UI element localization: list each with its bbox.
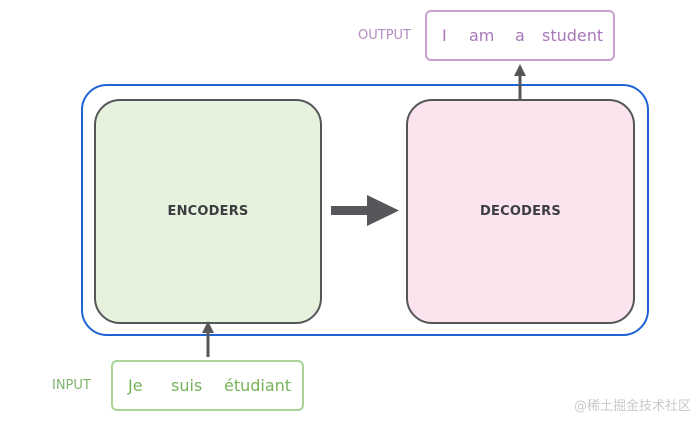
output-token: I [442, 26, 447, 45]
encoder-to-decoder-arrow [331, 195, 399, 226]
transformer-frame [81, 84, 649, 336]
watermark: @稀土掘金技术社区 [573, 399, 691, 414]
decoders-label: DECODERS [480, 204, 561, 219]
input-token: suis [171, 376, 203, 395]
output-token: student [542, 26, 604, 45]
decoder-to-output-arrow [514, 64, 526, 99]
input-label: INPUT [52, 378, 91, 393]
encoders-label: ENCODERS [167, 204, 249, 219]
input-to-encoder-arrow [202, 321, 214, 357]
decoders-block: DECODERS [406, 99, 635, 324]
input-token: Je [128, 376, 143, 395]
input-token: étudiant [224, 376, 292, 395]
output-token: a [515, 26, 525, 45]
output-label: OUTPUT [358, 28, 411, 43]
input-sentence-box [111, 360, 304, 411]
output-sentence-box [425, 10, 615, 61]
output-token: am [469, 26, 495, 45]
